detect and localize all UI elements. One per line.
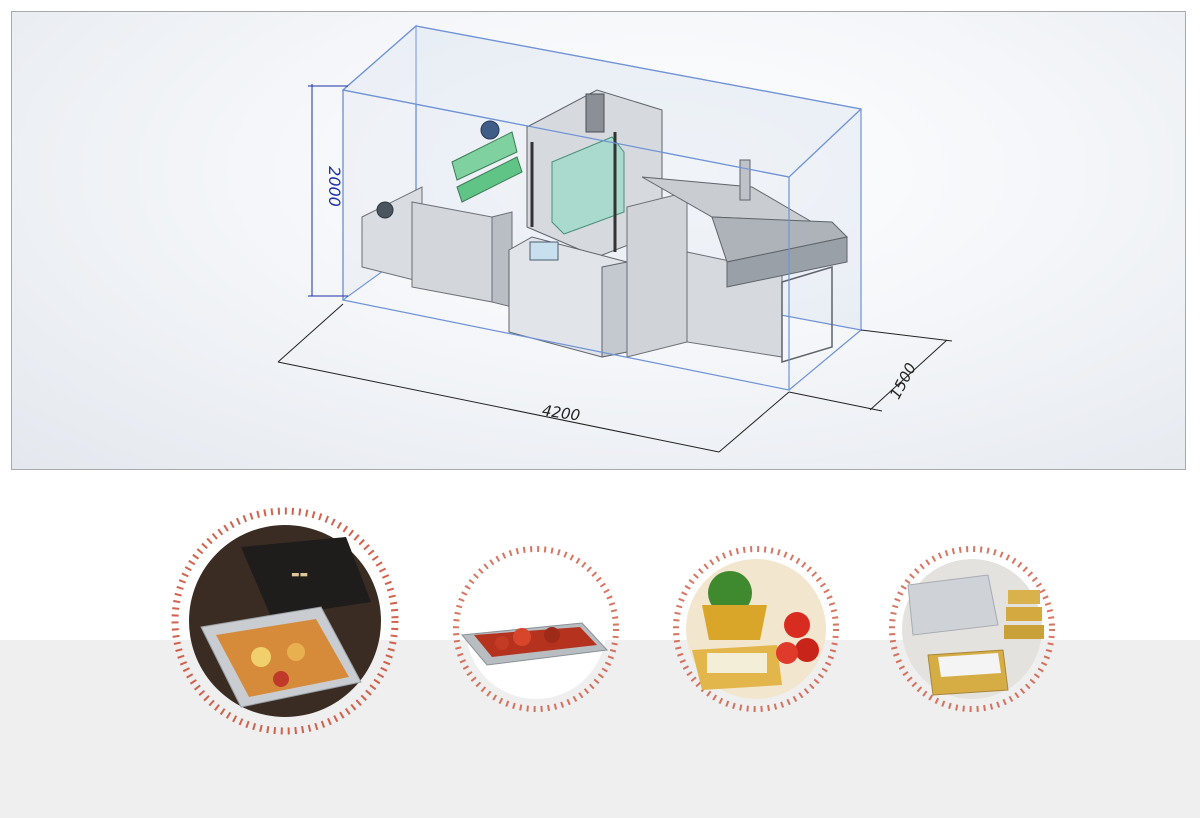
product-thumbnail-1: ▬▬ <box>171 507 399 735</box>
stacked-foil-containers-icon <box>889 546 1055 712</box>
product-thumbnail-3 <box>672 545 840 713</box>
foil-tray-with-food-icon: ▬▬ <box>171 507 399 735</box>
product-thumbnail-2 <box>452 545 620 713</box>
machine-body <box>361 89 849 364</box>
machine-cad-panel: 2000 4200 1500 <box>11 11 1186 470</box>
height-dimension-label: 2000 <box>324 166 344 207</box>
foil-tray-crayfish-icon <box>453 546 619 712</box>
gold-foil-cups-vegetables-icon <box>673 546 839 712</box>
product-thumbnail-4 <box>888 545 1056 713</box>
svg-text:▬▬: ▬▬ <box>291 570 308 580</box>
machine-cad-drawing <box>277 24 953 453</box>
